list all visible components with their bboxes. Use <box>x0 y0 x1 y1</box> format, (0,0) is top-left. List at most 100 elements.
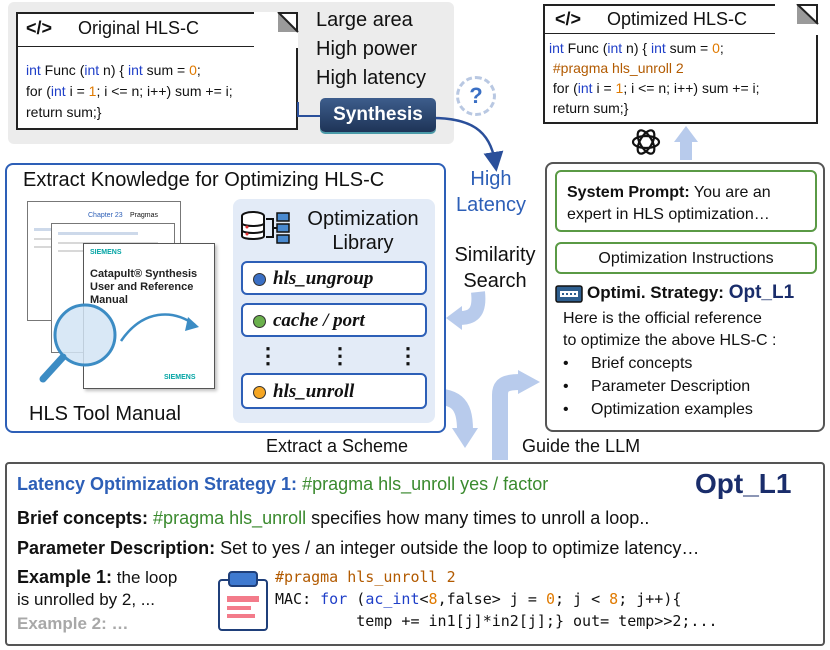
code-tag-icon: </> <box>26 18 53 38</box>
magnifier-icon <box>39 303 199 383</box>
optimization-instructions-box: Optimization Instructions <box>555 242 817 274</box>
extract-knowledge-panel: Extract Knowledge for Optimizing HLS-C C… <box>5 163 446 433</box>
code-token: ; <box>196 62 201 78</box>
system-prompt-box: System Prompt: You are an expert in HLS … <box>555 170 817 232</box>
system-prompt-label: System Prompt: <box>567 184 690 201</box>
optimized-code-line: for (int i = 1; i <= n; i++) sum += i; <box>549 78 760 98</box>
folded-corner-icon <box>254 12 299 48</box>
bullet-item: •Brief concepts <box>563 355 693 372</box>
code-token: n) { <box>99 62 128 78</box>
optimized-code-line: #pragma hls_unroll 2 <box>549 58 760 78</box>
code-token: for ( <box>549 80 578 96</box>
synthesis-badge: Synthesis <box>320 98 436 132</box>
manual-brand: SIEMENS <box>90 249 122 256</box>
library-item-cache-port[interactable]: cache / port <box>241 303 427 337</box>
original-header-divider <box>18 46 254 47</box>
issue-latency: High latency <box>316 67 427 89</box>
parameter-description-line: Parameter Description: Set to yes / an i… <box>17 538 700 558</box>
bullet-item: •Optimization examples <box>563 401 753 418</box>
code-token: Func ( <box>563 40 608 56</box>
code-token: < <box>419 590 429 608</box>
code-token: i = <box>65 83 89 99</box>
code-token: int <box>84 62 100 78</box>
issues-list: Large area High power High latency <box>316 6 426 93</box>
status-dot-icon <box>253 273 266 286</box>
code-tag-icon: </> <box>555 9 582 29</box>
optimization-library: Optimization Library hls_ungroup cache /… <box>233 199 435 423</box>
code-token: #pragma hls_unroll 2 <box>552 60 684 76</box>
issue-area: Large area <box>316 9 413 31</box>
brief-concepts-line: Brief concepts: #pragma hls_unroll speci… <box>17 508 650 528</box>
manual-title: Catapult® Synthesis User and Reference M… <box>90 268 198 306</box>
status-dot-icon <box>253 315 266 328</box>
optimized-hlsc-card: </> Optimized HLS-C int Func (int n) { i… <box>543 4 819 124</box>
strategy-tag: Opt_L1 <box>695 468 792 499</box>
example-code-line: #pragma hls_unroll 2 <box>275 566 718 588</box>
original-code-line: for (int i = 1; i <= n; i++) sum += i; <box>26 81 233 102</box>
ellipsis-icon: ⋮ <box>329 343 351 368</box>
reference-bullets: •Brief concepts •Parameter Description •… <box>563 352 753 421</box>
code-token: MAC: <box>275 590 321 608</box>
strategy-panel: Latency Optimization Strategy 1: #pragma… <box>5 462 825 646</box>
original-title: Original HLS-C <box>78 18 200 38</box>
library-title: Optimization Library <box>307 208 419 254</box>
code-token: ; j < <box>554 590 610 608</box>
guide-llm-arrow <box>492 374 521 460</box>
strategy-chip-icon <box>555 285 583 303</box>
code-token: 0 <box>189 62 197 78</box>
code-token: int <box>607 40 623 56</box>
code-token: ac_int <box>365 590 420 608</box>
code-token: int <box>549 40 564 56</box>
similarity-search-arrow <box>459 291 486 325</box>
code-token: for <box>320 590 348 608</box>
code-token: int <box>50 83 66 99</box>
strategy-heading-label: Latency Optimization Strategy 1: <box>17 474 298 494</box>
code-token: i = <box>592 80 616 96</box>
optimized-code-block: int Func (int n) { int sum = 0; #pragma … <box>549 38 760 118</box>
status-dot-icon <box>253 386 266 399</box>
code-token: 0 <box>712 40 720 56</box>
library-item-hls-unroll[interactable]: hls_unroll <box>241 373 427 409</box>
library-item-label: hls_ungroup <box>273 268 374 289</box>
code-token: return sum;} <box>549 100 629 116</box>
strategy-heading: Latency Optimization Strategy 1: #pragma… <box>17 474 548 495</box>
code-token: ; j++){ <box>618 590 682 608</box>
code-token: for ( <box>26 83 51 99</box>
code-token: int <box>650 40 666 56</box>
instructions-label: Optimization Instructions <box>598 250 774 267</box>
clipboard-icon <box>218 571 268 631</box>
folded-corner-icon <box>775 4 819 35</box>
synthesis-label: Synthesis <box>333 104 423 125</box>
original-hlsc-card: </> Original HLS-C int Func (int n) { in… <box>16 12 299 130</box>
strategy-label: Optimi. Strategy: <box>587 283 724 302</box>
code-token: ; <box>719 40 724 56</box>
code-token: 1 <box>615 80 624 96</box>
code-token: int <box>577 80 593 96</box>
original-header: </> Original HLS-C <box>16 12 246 46</box>
strategy-heading-pragma: #pragma hls_unroll yes / factor <box>302 474 549 494</box>
code-token: ( <box>347 590 366 608</box>
code-token: 8 <box>428 590 438 608</box>
original-code-block: int Func (int n) { int sum = 0;for (int … <box>26 60 233 123</box>
code-token: #pragma hls_unroll 2 <box>275 568 456 586</box>
example-2-label: Example 2: … <box>17 614 129 633</box>
optimized-title: Optimized HLS-C <box>607 9 748 29</box>
system-prompt-text: You are an <box>693 184 771 201</box>
ellipsis-icon: ⋮ <box>257 343 279 368</box>
bullet-item: •Parameter Description <box>563 378 751 395</box>
issue-power: High power <box>316 38 418 60</box>
code-token: int <box>127 62 143 78</box>
system-prompt-text-2: expert in HLS optimization… <box>567 206 770 223</box>
manual-cover: SIEMENS Catapult® Synthesis User and Ref… <box>83 243 215 389</box>
code-token: ; i <= n; i++) sum += i; <box>96 83 233 99</box>
code-token: return sum;} <box>26 104 102 120</box>
question-mark-icon: ? <box>456 76 496 116</box>
original-to-synthesis-line <box>297 102 324 117</box>
optimized-header-divider <box>545 33 777 34</box>
synthesis-curve-arrow <box>431 116 504 172</box>
example-1-text: Example 1: the loop is unrolled by 2, ..… <box>17 567 178 609</box>
library-item-hls-ungroup[interactable]: hls_ungroup <box>241 261 427 295</box>
strategy-value: Opt_L1 <box>728 282 795 303</box>
strategy-line: Optimi. Strategy: Opt_L1 <box>587 282 794 304</box>
optimized-code-line: return sum;} <box>549 98 760 118</box>
